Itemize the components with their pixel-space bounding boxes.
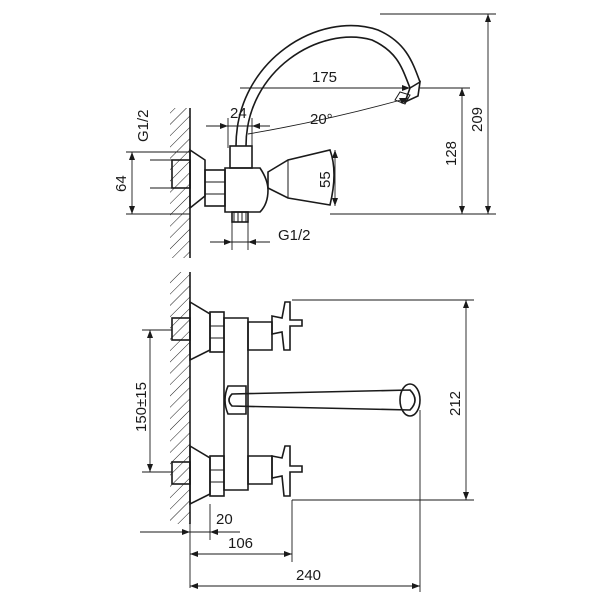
bottom-handle <box>271 445 303 497</box>
top-nut <box>209 311 225 353</box>
hex-nut <box>204 169 226 207</box>
spout-base <box>229 145 253 169</box>
spout-swivel <box>224 385 247 415</box>
dim-total-height: 209 <box>469 107 486 132</box>
handle <box>267 149 335 206</box>
bottom-flange <box>189 444 211 506</box>
top-handle <box>271 301 303 351</box>
bottom-thread <box>231 211 249 223</box>
dim-total-length: 240 <box>296 567 321 584</box>
dim-total-height-front: 212 <box>447 391 464 416</box>
dim-center-distance: 150±15 <box>133 382 150 432</box>
dim-wall-offset: 20 <box>216 511 233 528</box>
dim-thread-top: G1/2 <box>135 109 152 142</box>
spout-inner <box>245 36 411 147</box>
bottom-valve <box>247 455 273 485</box>
dim-body-depth: 106 <box>228 535 253 552</box>
dim-spout-outlet-height: 128 <box>443 141 460 166</box>
dim-nut-height: 64 <box>113 175 130 192</box>
bottom-nut <box>209 455 225 497</box>
spout-tip <box>399 383 421 417</box>
spout-front <box>228 389 416 411</box>
mixer-body-front <box>223 317 249 491</box>
dim-angle-arc <box>247 97 409 135</box>
mixer-body <box>224 167 269 213</box>
wall-hatch-bottom <box>170 272 190 524</box>
wall-hatch-top <box>170 108 190 258</box>
top-flange <box>189 300 211 362</box>
spout-outer <box>235 24 421 147</box>
top-valve <box>247 321 273 351</box>
side-view: 175 24 20° G1/2 64 55 G1/2 <box>113 13 496 258</box>
spout-outlet <box>403 80 422 104</box>
dim-body-offset: 24 <box>230 105 247 122</box>
dim-thread-bottom: G1/2 <box>278 227 311 244</box>
dim-spout-reach: 175 <box>312 69 337 86</box>
flange <box>189 148 206 210</box>
dim-angle: 20° <box>310 111 333 128</box>
dim-handle-height: 55 <box>317 171 334 188</box>
front-view: 150±15 212 20 106 240 <box>133 272 474 592</box>
